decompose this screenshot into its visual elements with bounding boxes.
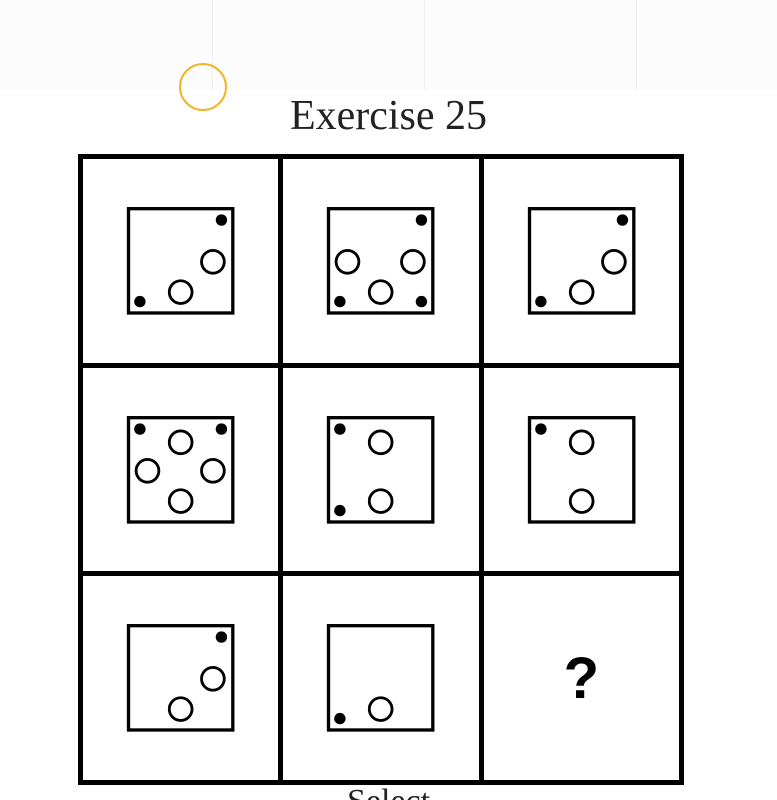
filled-dot-top-left bbox=[134, 423, 146, 435]
exercise-title: Exercise 25 bbox=[289, 93, 488, 139]
strip-divider bbox=[636, 0, 637, 90]
cell-figure bbox=[527, 415, 636, 524]
hollow-circle-bottom bbox=[368, 696, 394, 723]
puzzle-cell-r1c2 bbox=[283, 159, 479, 363]
hollow-circle-right bbox=[400, 248, 427, 275]
select-caption: Select bbox=[0, 782, 777, 800]
hollow-circle-top bbox=[568, 429, 595, 455]
puzzle-cell-r2c2 bbox=[283, 367, 479, 572]
puzzle-cell-r1c1 bbox=[83, 159, 279, 363]
hollow-circle-bottom bbox=[167, 279, 194, 305]
cell-figure bbox=[126, 415, 235, 524]
cell-figure bbox=[126, 624, 235, 732]
strip-divider bbox=[212, 0, 213, 90]
hollow-circle-right bbox=[200, 666, 226, 692]
hollow-circle-left bbox=[335, 248, 361, 275]
filled-dot-bottom-left bbox=[334, 504, 346, 516]
hollow-circle-right bbox=[600, 248, 627, 275]
hollow-circle-bottom bbox=[368, 487, 394, 514]
puzzle-cell-r3c3[interactable]: ? bbox=[483, 576, 679, 780]
puzzle-cell-r3c2 bbox=[283, 576, 479, 780]
missing-cell-question-mark: ? bbox=[563, 645, 600, 711]
cell-figure bbox=[327, 207, 435, 315]
puzzle-cell-r2c3 bbox=[483, 367, 679, 572]
filled-dot-top-right bbox=[416, 214, 428, 226]
hollow-circle-bottom bbox=[167, 696, 194, 723]
filled-dot-top-right bbox=[215, 631, 228, 644]
hollow-circle-bottom bbox=[368, 279, 394, 305]
hollow-circle-bottom bbox=[167, 487, 194, 514]
filled-dot-bottom-left bbox=[334, 295, 346, 308]
cell-figure bbox=[327, 415, 435, 524]
filled-dot-top-right bbox=[215, 423, 228, 435]
hollow-circle-top bbox=[167, 429, 194, 455]
hollow-circle-top bbox=[368, 429, 394, 455]
filled-dot-bottom-left bbox=[534, 295, 547, 308]
puzzle-cell-r3c1 bbox=[83, 576, 279, 780]
cell-figure bbox=[126, 207, 235, 315]
puzzle-cell-r2c1 bbox=[83, 367, 279, 572]
cell-figure bbox=[327, 624, 435, 732]
filled-dot-bottom-left bbox=[334, 713, 346, 725]
top-strip bbox=[0, 0, 777, 90]
hollow-circle-right bbox=[200, 248, 226, 275]
filled-dot-bottom-right bbox=[416, 295, 428, 308]
filled-dot-top-right bbox=[616, 214, 628, 226]
filled-dot-bottom-left bbox=[134, 295, 146, 308]
strip-divider bbox=[424, 0, 425, 90]
hollow-circle-bottom bbox=[568, 279, 595, 305]
hollow-circle-bottom bbox=[568, 487, 595, 514]
hollow-circle-right bbox=[200, 457, 226, 484]
puzzle-grid: ? bbox=[78, 154, 684, 785]
filled-dot-top-left bbox=[534, 423, 547, 435]
hollow-circle-left bbox=[134, 457, 161, 484]
filled-dot-top-left bbox=[334, 423, 346, 435]
filled-dot-top-right bbox=[215, 214, 228, 226]
puzzle-cell-r1c3 bbox=[483, 159, 679, 363]
loading-ring-icon bbox=[179, 63, 227, 111]
cell-figure bbox=[527, 207, 636, 315]
